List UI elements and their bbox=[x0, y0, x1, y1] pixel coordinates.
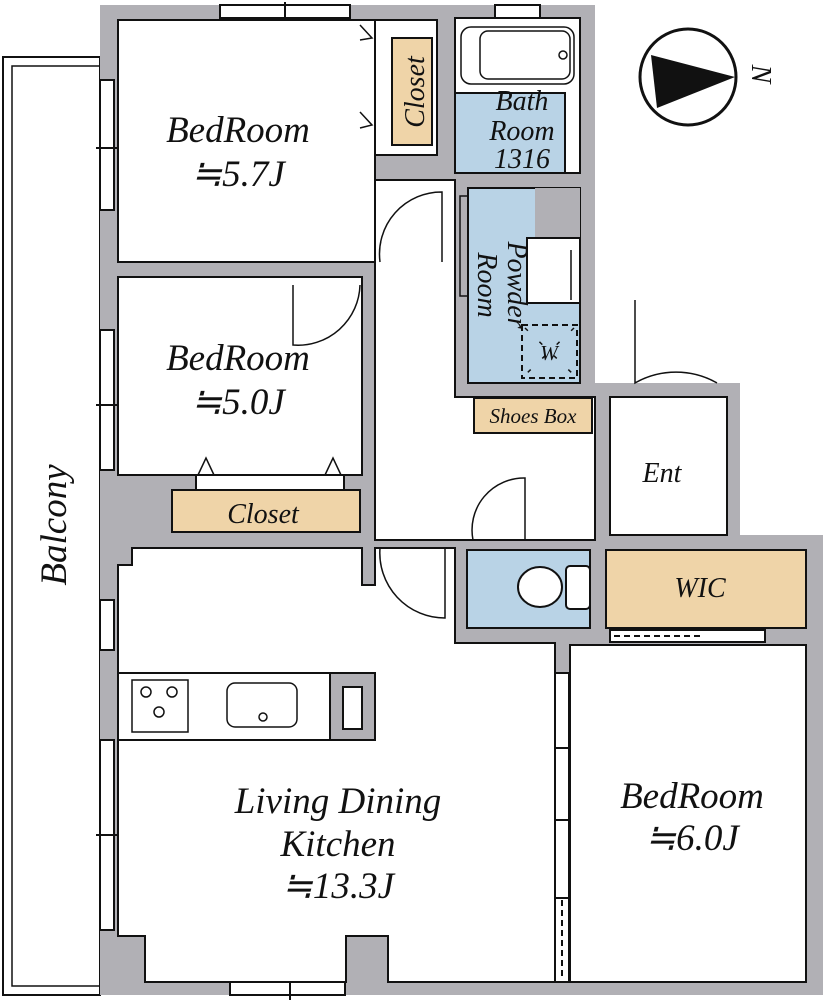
vanity bbox=[526, 237, 581, 304]
shoes-box bbox=[473, 397, 593, 434]
closet-1 bbox=[391, 37, 433, 146]
bedroom-2-name: BedRoom bbox=[166, 338, 310, 379]
bedroom-1: Closet BedRoom ≒5.7J bbox=[117, 19, 438, 263]
sink bbox=[226, 682, 298, 728]
bedroom-1-name: BedRoom bbox=[166, 110, 310, 151]
powder-room: W Powder Room bbox=[467, 187, 581, 384]
bedroom-3: BedRoom ≒6.0J bbox=[569, 644, 807, 983]
ldk-label-2: Kitchen bbox=[279, 824, 395, 865]
bath-label-2: Room bbox=[488, 116, 554, 147]
compass-icon: N bbox=[638, 27, 776, 127]
closet-2-label: Closet bbox=[227, 499, 300, 530]
washer-space bbox=[521, 324, 578, 379]
bedroom-1-size: ≒5.7J bbox=[191, 154, 286, 195]
bath-label-1: Bath bbox=[496, 86, 549, 117]
closet-1-label: Closet bbox=[400, 55, 431, 128]
closet-2 bbox=[171, 489, 361, 533]
ldk-label-1: Living Dining bbox=[234, 781, 442, 822]
kitchen-counter bbox=[117, 672, 331, 741]
wic-label: WIC bbox=[674, 573, 726, 604]
balcony-label: Balcony bbox=[34, 464, 75, 586]
bedroom-2: BedRoom ≒5.0J bbox=[117, 276, 363, 491]
bathtub bbox=[460, 26, 575, 85]
doors bbox=[292, 191, 718, 619]
bedroom-3-name: BedRoom bbox=[620, 776, 764, 817]
powder-label-1: Powder bbox=[501, 240, 532, 328]
bedroom-2-size: ≒5.0J bbox=[191, 382, 286, 423]
living-dining-kitchen: Living Dining Kitchen ≒13.3J bbox=[117, 547, 556, 983]
shoes-box-label: Shoes Box bbox=[490, 404, 578, 428]
entrance-label: Ent bbox=[642, 458, 683, 489]
washer-label: W bbox=[540, 341, 560, 365]
toilet-room bbox=[466, 549, 591, 629]
toilet bbox=[517, 566, 563, 608]
powder-label-2: Room bbox=[471, 251, 502, 317]
bedroom-3-size: ≒6.0J bbox=[645, 818, 740, 859]
bathroom: Bath Room 1316 bbox=[454, 17, 581, 175]
windows bbox=[96, 2, 574, 1000]
bath-label-3: 1316 bbox=[494, 144, 550, 175]
compass-north-label: N bbox=[745, 64, 776, 85]
ldk-size: ≒13.3J bbox=[282, 866, 396, 907]
stove bbox=[131, 679, 189, 733]
entrance: Ent bbox=[609, 396, 728, 536]
walk-in-closet bbox=[605, 549, 807, 629]
